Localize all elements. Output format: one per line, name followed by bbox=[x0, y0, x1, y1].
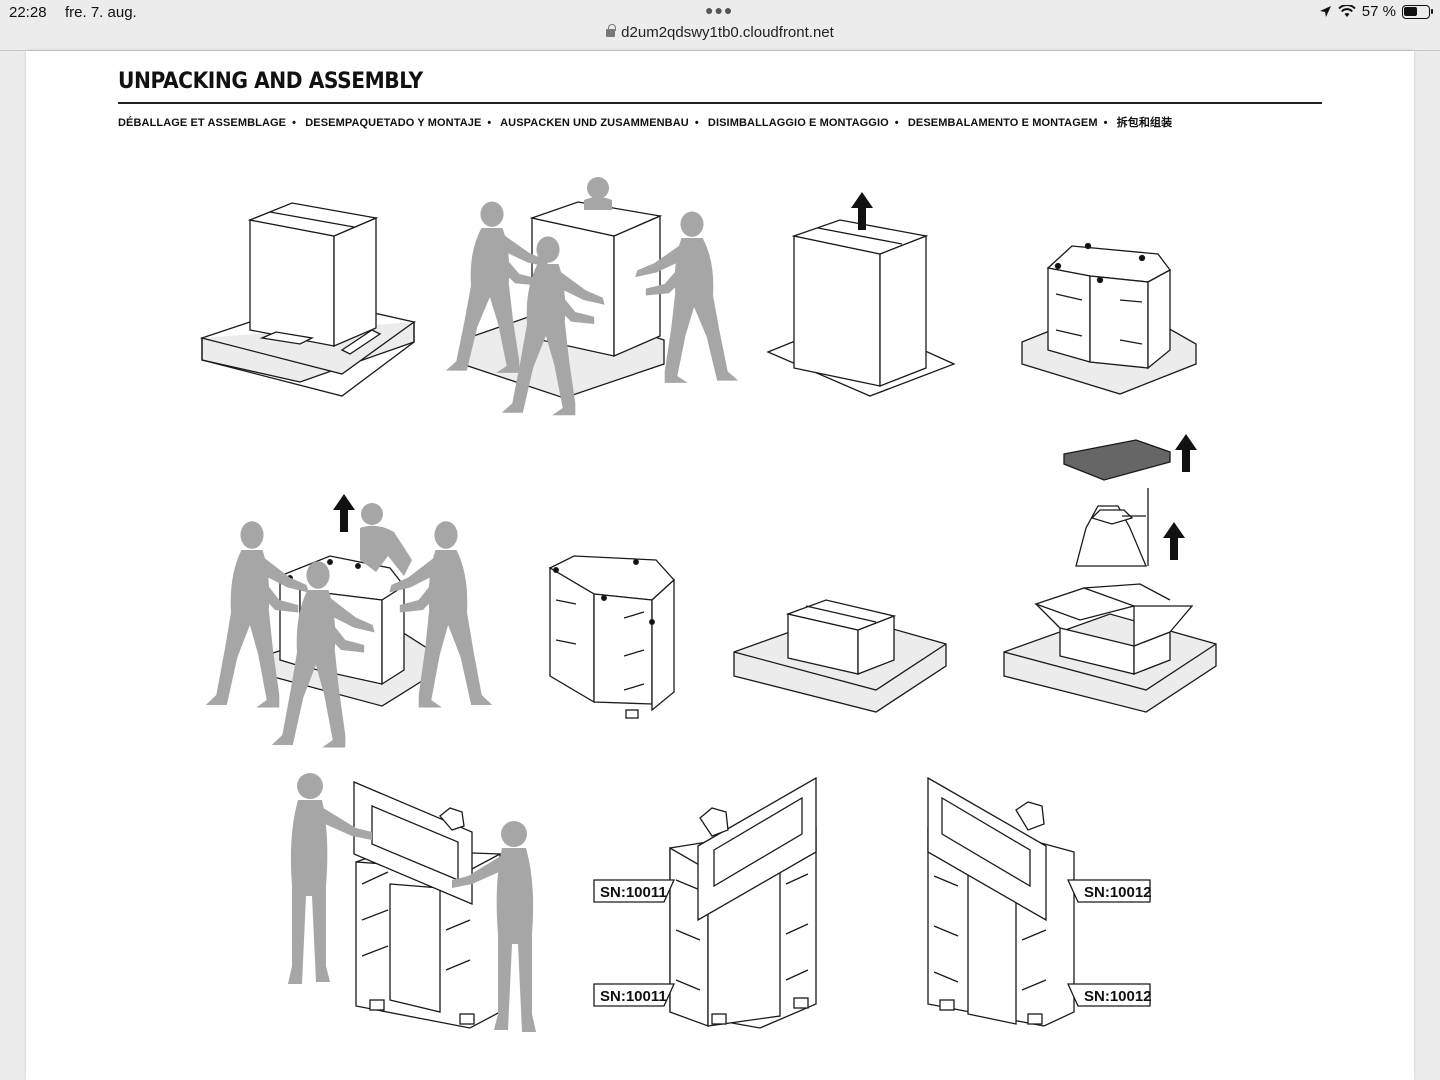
status-time: 22:28 bbox=[9, 4, 47, 21]
serial-label-right-bottom: SN:10012 bbox=[1084, 988, 1152, 1005]
subtitle-fr: DÉBALLAGE ET ASSEMBLAGE bbox=[118, 117, 287, 129]
multitasking-dots-icon[interactable]: ●●● bbox=[705, 2, 734, 18]
battery-percent: 57 % bbox=[1361, 3, 1396, 20]
step2-people-lifting-crate bbox=[445, 177, 739, 416]
step4-cabinet-on-pallet bbox=[1021, 242, 1197, 395]
status-date: fre. 7. aug. bbox=[65, 4, 137, 21]
wifi-icon bbox=[1338, 5, 1356, 17]
step11-cabinet-sn-10012: SN:10012 SN:10012 bbox=[927, 776, 1152, 1027]
step9-people-mounting-display bbox=[288, 773, 536, 1032]
serial-label-left-bottom: SN:10011 bbox=[600, 988, 667, 1005]
page-title: UNPACKING AND ASSEMBLY bbox=[118, 69, 423, 94]
step8-open-box-remove-parts bbox=[1003, 434, 1217, 713]
subtitle-zh: 拆包和组装 bbox=[1116, 117, 1173, 129]
step7-box-on-pallet bbox=[733, 599, 947, 713]
lock-icon bbox=[606, 24, 616, 38]
battery-fill bbox=[1404, 6, 1417, 16]
address-bar[interactable]: d2um2qdswy1tb0.cloudfront.net bbox=[0, 24, 1440, 50]
title-rule bbox=[118, 102, 1322, 104]
serial-label-left-top: SN:10011 bbox=[600, 884, 667, 901]
subtitle-es: DESEMPAQUETADO Y MONTAJE bbox=[305, 117, 482, 129]
subtitle-translations: DÉBALLAGE ET ASSEMBLAGE• DESEMPAQUETADO … bbox=[118, 117, 1173, 129]
status-bar: 22:28 fre. 7. aug. ●●● 57 % bbox=[0, 0, 1440, 26]
serial-label-right-top: SN:10012 bbox=[1084, 884, 1152, 901]
step6-cabinet-standalone bbox=[548, 555, 675, 719]
subtitle-pt: DESEMBALAMENTO E MONTAGEM bbox=[907, 117, 1098, 129]
step10-cabinet-sn-10011: SN:10011 SN:10011 bbox=[593, 776, 817, 1029]
step1-crate-on-pallet bbox=[199, 202, 417, 397]
url-text: d2um2qdswy1tb0.cloudfront.net bbox=[621, 24, 834, 41]
status-indicators: 57 % bbox=[1319, 3, 1433, 20]
location-arrow-icon bbox=[1319, 6, 1331, 17]
battery-icon bbox=[1402, 4, 1433, 19]
subtitle-de: AUSPACKEN UND ZUSAMMENBAU bbox=[500, 117, 689, 129]
browser-divider bbox=[0, 50, 1440, 51]
subtitle-it: DISIMBALLAGGIO E MONTAGGIO bbox=[707, 117, 889, 129]
step5-people-lifting-cabinet bbox=[205, 494, 493, 748]
step3-lift-crate-off bbox=[766, 192, 956, 397]
